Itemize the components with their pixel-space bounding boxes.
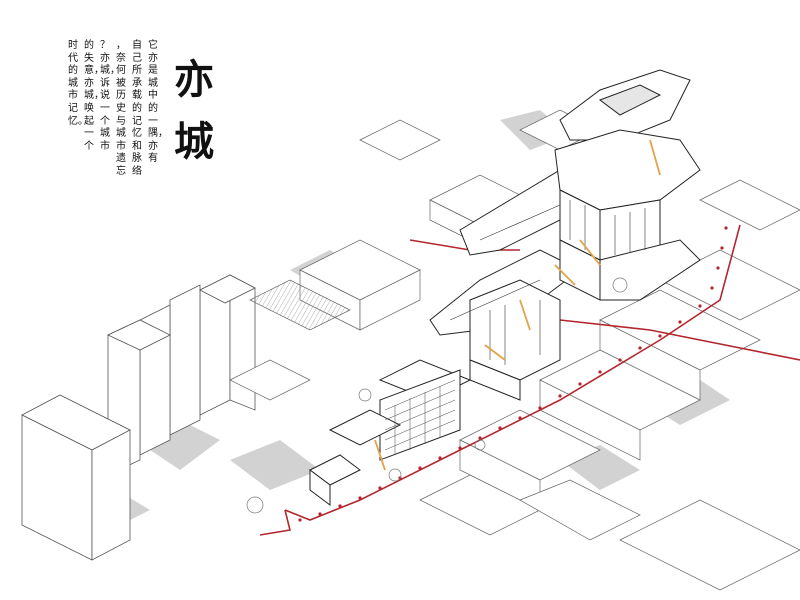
glasshouse [384,379,456,455]
poem-column-6: 时代的城市记忆。 [68,40,88,127]
poem-column-5: 的失意，亦城，唤起一个 [84,40,104,152]
tall-towers [21,274,256,561]
trees [246,277,628,514]
poem-column-4: ？亦城，诉说一个城市 [100,40,120,152]
title-char-1: 亦 [174,56,214,103]
interior-details [449,200,646,365]
main-complex [309,69,701,506]
poem-column-1: 它亦是城中的一隅，亦有 [148,40,168,165]
title-char-2: 城 [174,118,214,165]
poem-column-2: 自己所承载的记忆和脉络 [132,40,142,177]
circulation-accents [374,139,661,471]
poem-column-3: ，奈何被历史与城市遗忘 [116,40,126,177]
